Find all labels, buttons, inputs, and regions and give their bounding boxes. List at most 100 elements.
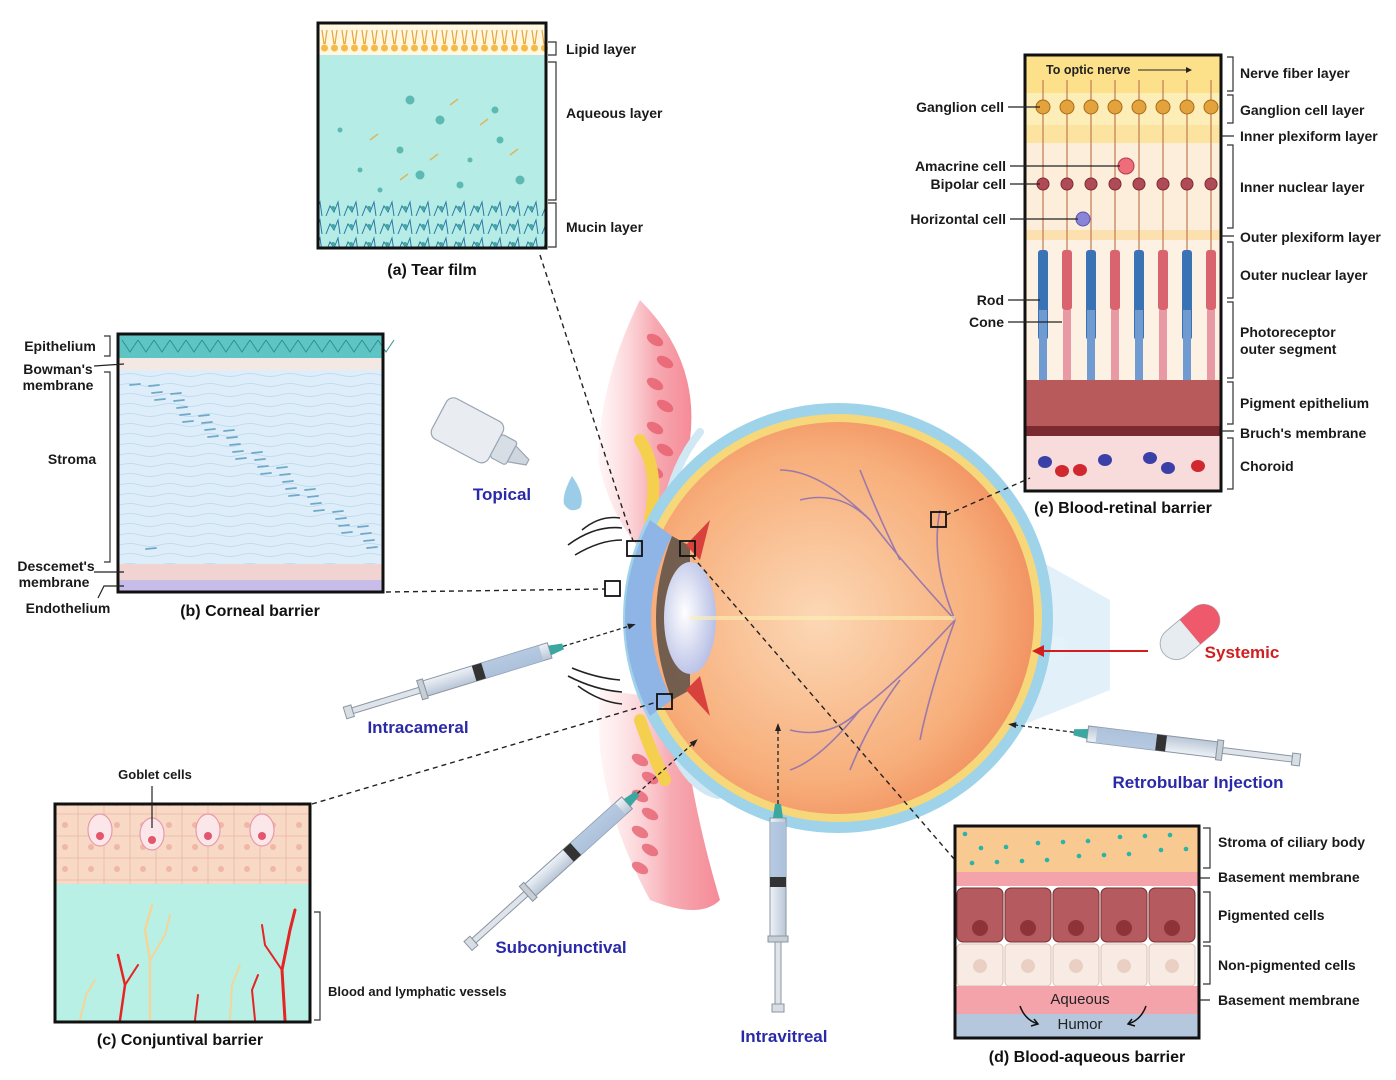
choroid-blood-cell	[1073, 464, 1087, 476]
lipid-tail	[401, 29, 408, 45]
non-pigmented-cells	[956, 943, 1196, 987]
lipid-head	[401, 44, 408, 52]
lipid-head	[411, 44, 418, 52]
epithelium-band	[118, 334, 383, 358]
outer-nuclear-label: Outer nuclear layer	[1240, 267, 1368, 283]
lipid-tail	[361, 29, 368, 45]
keratocyte	[276, 466, 288, 469]
lipid-head	[341, 44, 348, 52]
choroid-blood-cell	[1098, 454, 1112, 466]
lipid-head	[331, 44, 338, 52]
amacrine-cell-label: Amacrine cell	[915, 158, 1006, 174]
lipid-tail	[461, 29, 468, 45]
epithelium-cells	[121, 339, 395, 353]
ganglion-cell	[1083, 99, 1099, 115]
keratocyte	[279, 473, 291, 476]
keratocyte	[335, 517, 347, 520]
goblet-cells-label: Goblet cells	[118, 767, 192, 782]
ciliary-stroma-dots	[962, 831, 1189, 866]
topical-label: Topical	[473, 485, 531, 504]
descemet-band	[118, 564, 383, 580]
cone-cell	[1158, 250, 1168, 310]
keratocyte	[341, 531, 353, 534]
keratocyte	[304, 488, 316, 491]
bipolar-cell	[1108, 177, 1122, 191]
retrobulbar-syringe	[1008, 722, 1302, 767]
conjunctiva-frame	[53, 802, 312, 1024]
gland	[656, 399, 674, 413]
outer-segment	[1039, 310, 1047, 380]
lipid-tail	[331, 29, 338, 45]
non-pigmented-cells-label: Non-pigmented cells	[1218, 957, 1356, 973]
descemet-label-2: membrane	[19, 574, 90, 590]
conjunctiva-marker	[656, 693, 673, 710]
tear-fiber	[449, 98, 459, 106]
keratocyte	[332, 510, 344, 513]
lipid-tail	[391, 29, 398, 45]
conjunctival-barrier-panel: Goblet cells Blood and lymphatic vessels…	[53, 767, 506, 1049]
inner-plexiform-label: Inner plexiform layer	[1240, 128, 1378, 144]
choroid-blood-cell	[1038, 456, 1052, 468]
tear-film-panel: Lipid layer Aqueous layer Mucin layer (a…	[316, 21, 663, 279]
tear-protein	[496, 136, 504, 144]
goblet-cell	[249, 813, 275, 847]
stroma-dot	[1167, 832, 1173, 838]
cone-label: Cone	[969, 314, 1004, 330]
gland	[631, 753, 649, 767]
lipid-tail	[351, 29, 358, 45]
retrobulbar-label: Retrobulbar Injection	[1113, 773, 1284, 792]
choroid-blood-cell	[1143, 452, 1157, 464]
epithelial-cell	[233, 339, 251, 353]
epithelial-cell	[249, 339, 267, 353]
retinal-vessels	[779, 469, 956, 771]
tear-protein	[405, 95, 415, 105]
blood-retinal-panel: To optic nerve Nerve fiber layer Ganglio…	[910, 53, 1381, 517]
tear-film-frame	[316, 21, 548, 250]
optic-nerve-label: To optic nerve	[1046, 63, 1131, 77]
inner-plexiform-band	[1025, 125, 1221, 143]
pigment-epithelium-label: Pigment epithelium	[1240, 395, 1369, 411]
aqueous-layer-label: Aqueous layer	[566, 105, 663, 121]
epithelial-cell	[297, 339, 315, 353]
lipid-head	[531, 44, 538, 52]
choroid-blood-cell	[1055, 465, 1069, 477]
stroma-dot	[962, 831, 968, 837]
pigmented-cells-label: Pigmented cells	[1218, 907, 1325, 923]
stroma-dot	[1126, 851, 1132, 857]
eye-drop	[563, 476, 582, 511]
ganglion-cell	[1131, 99, 1147, 115]
stroma-dot	[1003, 844, 1009, 850]
upper-eyelashes	[567, 516, 623, 556]
capsule-pill	[1159, 603, 1221, 661]
gland	[641, 771, 659, 785]
keratocyte	[310, 502, 322, 505]
stroma-dot	[1019, 858, 1025, 864]
epithelial-cell	[153, 339, 171, 353]
epithelial-cell	[121, 339, 139, 353]
amacrine-cell	[1117, 157, 1135, 175]
ganglion-cell	[1179, 99, 1195, 115]
keratocyte	[176, 406, 188, 409]
tear-fiber	[479, 118, 489, 126]
corneal-caption: (b) Corneal barrier	[180, 603, 320, 620]
pigmented-nucleus	[1068, 920, 1084, 936]
tear-protein	[435, 115, 445, 125]
non-pigmented-nucleus	[1021, 959, 1035, 973]
basement-membrane-top	[955, 872, 1199, 886]
stroma-dot	[1101, 852, 1107, 858]
lipid-head	[501, 44, 508, 52]
horizontal-cell	[1075, 211, 1091, 227]
retina-marker	[930, 511, 947, 528]
keratocyte	[201, 421, 213, 424]
aqueous-brace	[548, 61, 557, 201]
lipid-layer-label: Lipid layer	[566, 41, 637, 57]
tarsal-plate-lower	[634, 714, 671, 786]
keratocyte	[229, 443, 241, 446]
basement-membrane-top-label: Basement membrane	[1218, 869, 1360, 885]
blood-lymphatic-vessels	[79, 903, 297, 1022]
blood-retinal-caption: (e) Blood-retinal barrier	[1034, 500, 1212, 517]
tear-protein	[415, 170, 425, 180]
pigmented-nucleus	[1020, 920, 1036, 936]
lipid-head	[441, 44, 448, 52]
